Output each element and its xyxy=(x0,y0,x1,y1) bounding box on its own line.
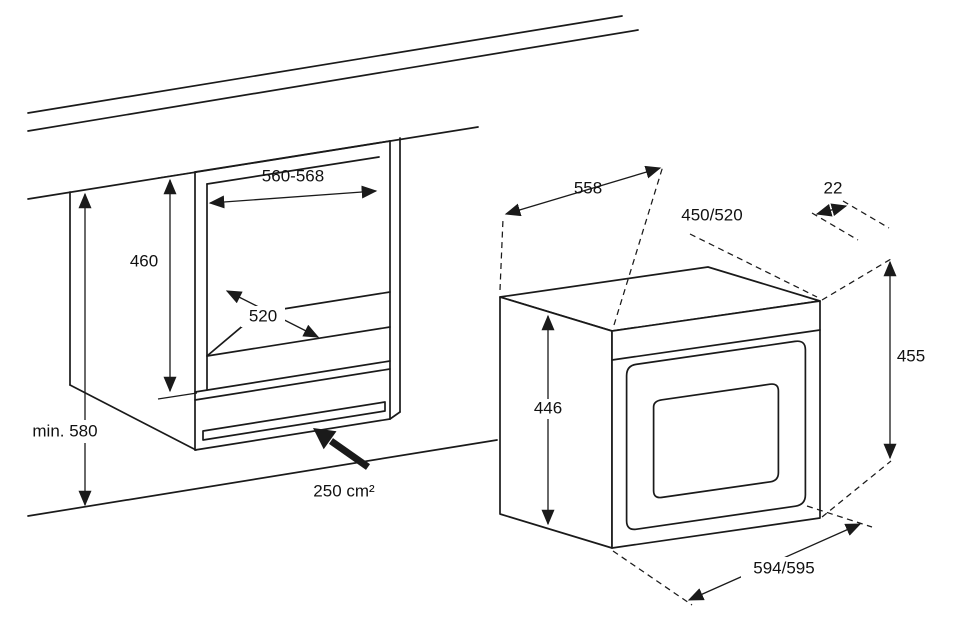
dim-niche-width: 560-568 xyxy=(208,166,378,209)
counter-back-edge-line xyxy=(27,15,623,114)
vent-slot xyxy=(202,401,386,441)
oven-width-label-bg xyxy=(741,557,828,580)
niche-floor-front-edge xyxy=(206,326,391,357)
counter-top-edge-line xyxy=(27,29,639,132)
niche-width-arrow xyxy=(208,185,378,209)
niche-right-connector xyxy=(389,411,401,420)
niche-top-edge xyxy=(194,140,391,173)
side-height-ext-bottom xyxy=(821,460,892,518)
countertop-lines xyxy=(27,15,639,200)
niche-height-tick-bottom xyxy=(157,392,198,400)
dim-body-height: 446 xyxy=(527,314,569,526)
vent-area-callout: 250 cm² xyxy=(313,428,375,500)
side-height-ext-top xyxy=(821,258,892,301)
oven-door-outline xyxy=(625,340,807,531)
body-height-label: 446 xyxy=(534,398,562,417)
niche-depth-label: 520 xyxy=(249,306,277,325)
depth-ext-left xyxy=(499,218,504,291)
niche-bottom-edge xyxy=(194,418,391,451)
niche-reveal-top xyxy=(206,156,380,185)
vent-airflow-arrow-icon xyxy=(313,428,337,450)
min-height-label-bg xyxy=(25,420,105,443)
oven-structure xyxy=(499,266,821,549)
dim-oven-depth: 558 xyxy=(504,165,662,217)
dim-min-height: min. 580 xyxy=(25,192,105,507)
dim-niche-height: 460 xyxy=(130,171,198,400)
niche-height-tick-top xyxy=(157,171,198,179)
niche-depth-label-bg xyxy=(241,306,285,327)
oven-left-face xyxy=(499,296,613,549)
floor-line xyxy=(27,439,498,517)
top-niche-label: 450/520 xyxy=(681,205,742,224)
body-height-label-bg xyxy=(527,399,569,419)
width-ext-left xyxy=(612,550,693,606)
niche-width-label: 560-568 xyxy=(262,166,324,185)
min-height-label: min. 580 xyxy=(32,421,97,440)
vent-area-label: 250 cm² xyxy=(313,481,375,500)
oven-depth-arrow xyxy=(504,165,662,217)
oven-depth-label: 558 xyxy=(574,178,602,197)
top-niche-pointer xyxy=(689,233,818,298)
dim-top-niche: 450/520 xyxy=(681,205,742,224)
dim-oven-width: 594/595 xyxy=(687,523,862,601)
niche-rail-lower-line xyxy=(194,368,391,401)
oven-front-face xyxy=(611,300,821,549)
niche-height-label: 460 xyxy=(130,251,158,270)
oven-control-panel-line xyxy=(611,329,821,361)
protrusion-label: 22 xyxy=(824,178,843,197)
dim-side-height: 455 xyxy=(883,260,925,460)
protrusion-line-a xyxy=(811,212,859,241)
dim-niche-depth: 520 xyxy=(225,290,320,338)
side-height-label: 455 xyxy=(897,346,925,365)
protrusion-line-b xyxy=(842,200,890,229)
oven-door-window xyxy=(652,383,780,499)
vent-airflow-arrow-shaft xyxy=(328,438,371,470)
niche-rail-upper-line xyxy=(194,360,391,393)
oven-width-label: 594/595 xyxy=(753,558,814,577)
protrusion-arrow xyxy=(815,203,848,217)
dim-protrusion: 22 xyxy=(815,178,848,217)
